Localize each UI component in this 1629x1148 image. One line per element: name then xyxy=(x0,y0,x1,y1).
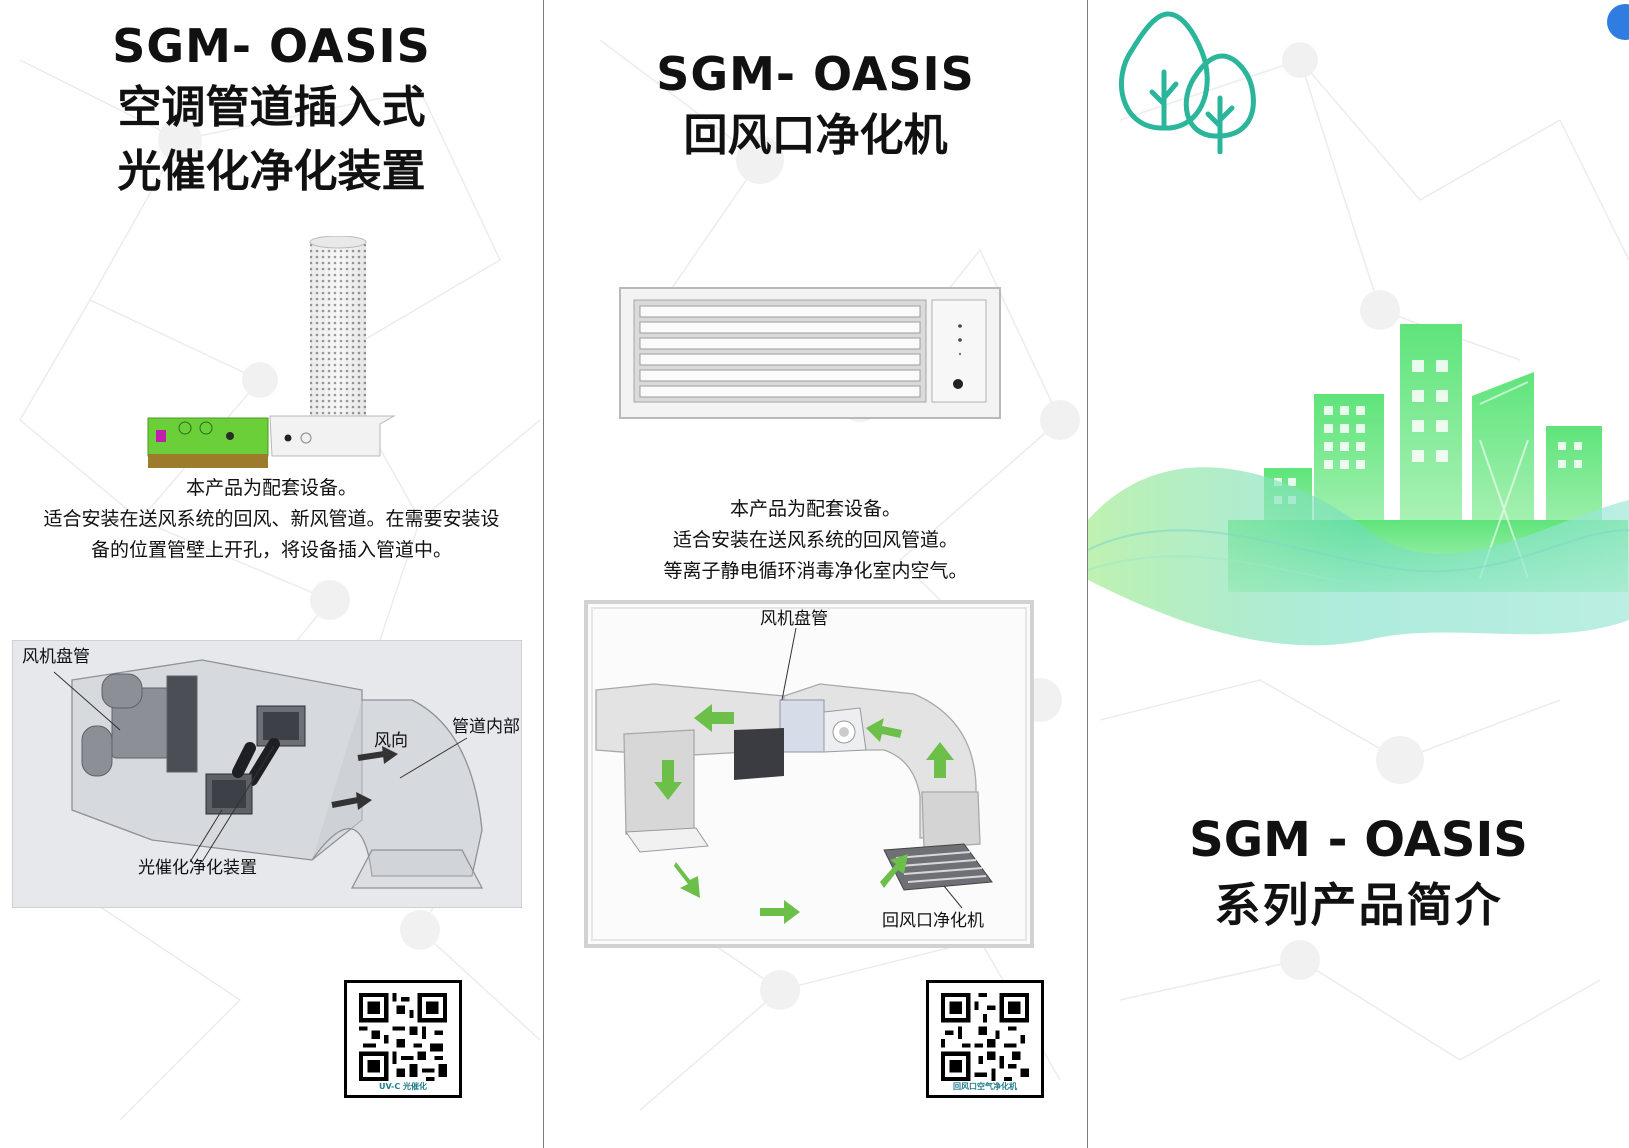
panel-2-title-en: SGM- OASIS xyxy=(656,47,975,101)
twin-trees-icon xyxy=(1118,11,1256,154)
panel-2-title: SGM- OASIS 回风口净化机 xyxy=(544,44,1087,168)
return-air-grille-product-image xyxy=(619,287,1001,419)
panel-2-desc-line-2: 适合安装在送风系统的回风管道。 xyxy=(672,529,958,551)
panel-1-title: SGM- OASIS 空调管道插入式 光催化净化装置 xyxy=(0,16,543,204)
return-air-system-diagram: 风机盘管 回风口净化机 xyxy=(584,600,1034,948)
qr-code-uvc[interactable]: UV-C 光催化 xyxy=(344,980,462,1098)
label-photocatalytic-device: 光催化净化装置 xyxy=(138,858,257,878)
panel-1-title-cn-line-1: 空调管道插入式 xyxy=(117,82,426,133)
panel-2-desc-line-3: 等离子静电循环消毒净化室内空气。 xyxy=(663,560,968,582)
qr-code-icon xyxy=(359,993,447,1081)
qr-code-return-air[interactable]: 回风口空气净化机 xyxy=(926,980,1044,1098)
panel-1-description: 本产品为配套设备。 适合安装在送风系统的回风、新风管道。在需要安装设 备的位置管… xyxy=(0,473,543,566)
green-city-skyline-illustration xyxy=(1088,324,1629,646)
label-duct-interior: 管道内部 xyxy=(452,717,520,737)
panel-return-air-purifier: SGM- OASIS 回风口净化机 本产品为配套设备。 适合安装在送风系统的回风… xyxy=(544,0,1087,1148)
qr-caption-return-air: 回风口空气净化机 xyxy=(953,1082,1017,1091)
duct-purifier-product-image xyxy=(147,236,396,468)
duct-installation-diagram: 风机盘管 风向 管道内部 光催化净化装置 xyxy=(12,640,522,908)
panel-1-desc-line-3: 备的位置管壁上开孔，将设备插入管道中。 xyxy=(90,539,452,561)
panel-duct-insert-purifier: SGM- OASIS 空调管道插入式 光催化净化装置 本产品为配套设备。 适合安… xyxy=(0,0,543,1148)
panel-cover: SGM - OASIS 系列产品简介 xyxy=(1088,0,1629,1148)
cover-title-en: SGM - OASIS xyxy=(1189,812,1528,868)
panel-1-title-cn-line-2: 光催化净化装置 xyxy=(117,146,426,197)
panel-1-desc-line-2: 适合安装在送风系统的回风、新风管道。在需要安装设 xyxy=(43,508,500,530)
panel-2-title-cn: 回风口净化机 xyxy=(683,110,948,161)
fold-divider-right xyxy=(1087,0,1088,1148)
qr-code-icon xyxy=(941,993,1029,1081)
fold-divider-left xyxy=(543,0,544,1148)
label-fan-coil: 风机盘管 xyxy=(22,647,90,667)
panel-1-title-en: SGM- OASIS xyxy=(112,19,431,73)
panel-2-desc-line-1: 本产品为配套设备。 xyxy=(729,498,901,520)
cover-title-cn: 系列产品简介 xyxy=(1214,878,1503,932)
corner-badge[interactable] xyxy=(1607,4,1629,40)
label-fan-coil-2: 风机盘管 xyxy=(760,609,828,629)
panel-1-desc-line-1: 本产品为配套设备。 xyxy=(185,477,357,499)
panel-2-description: 本产品为配套设备。 适合安装在送风系统的回风管道。 等离子静电循环消毒净化室内空… xyxy=(544,494,1087,587)
label-return-air-purifier: 回风口净化机 xyxy=(882,911,984,931)
qr-caption-uvc: UV-C 光催化 xyxy=(378,1082,428,1091)
label-airflow: 风向 xyxy=(374,731,408,751)
cover-title: SGM - OASIS 系列产品简介 xyxy=(1088,808,1629,938)
